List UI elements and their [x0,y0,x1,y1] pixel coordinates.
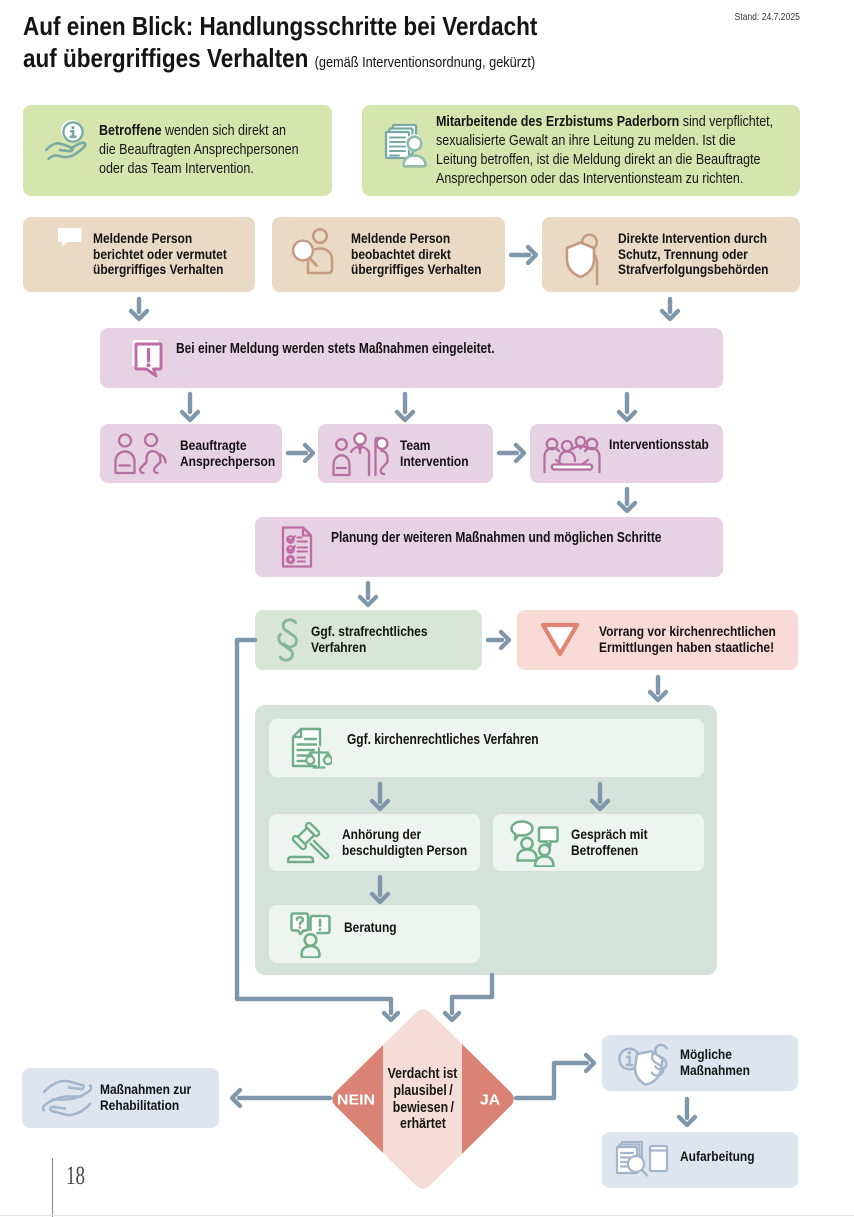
svg-text:JA: JA [480,1092,500,1109]
svg-text:NEIN: NEIN [337,1092,375,1109]
